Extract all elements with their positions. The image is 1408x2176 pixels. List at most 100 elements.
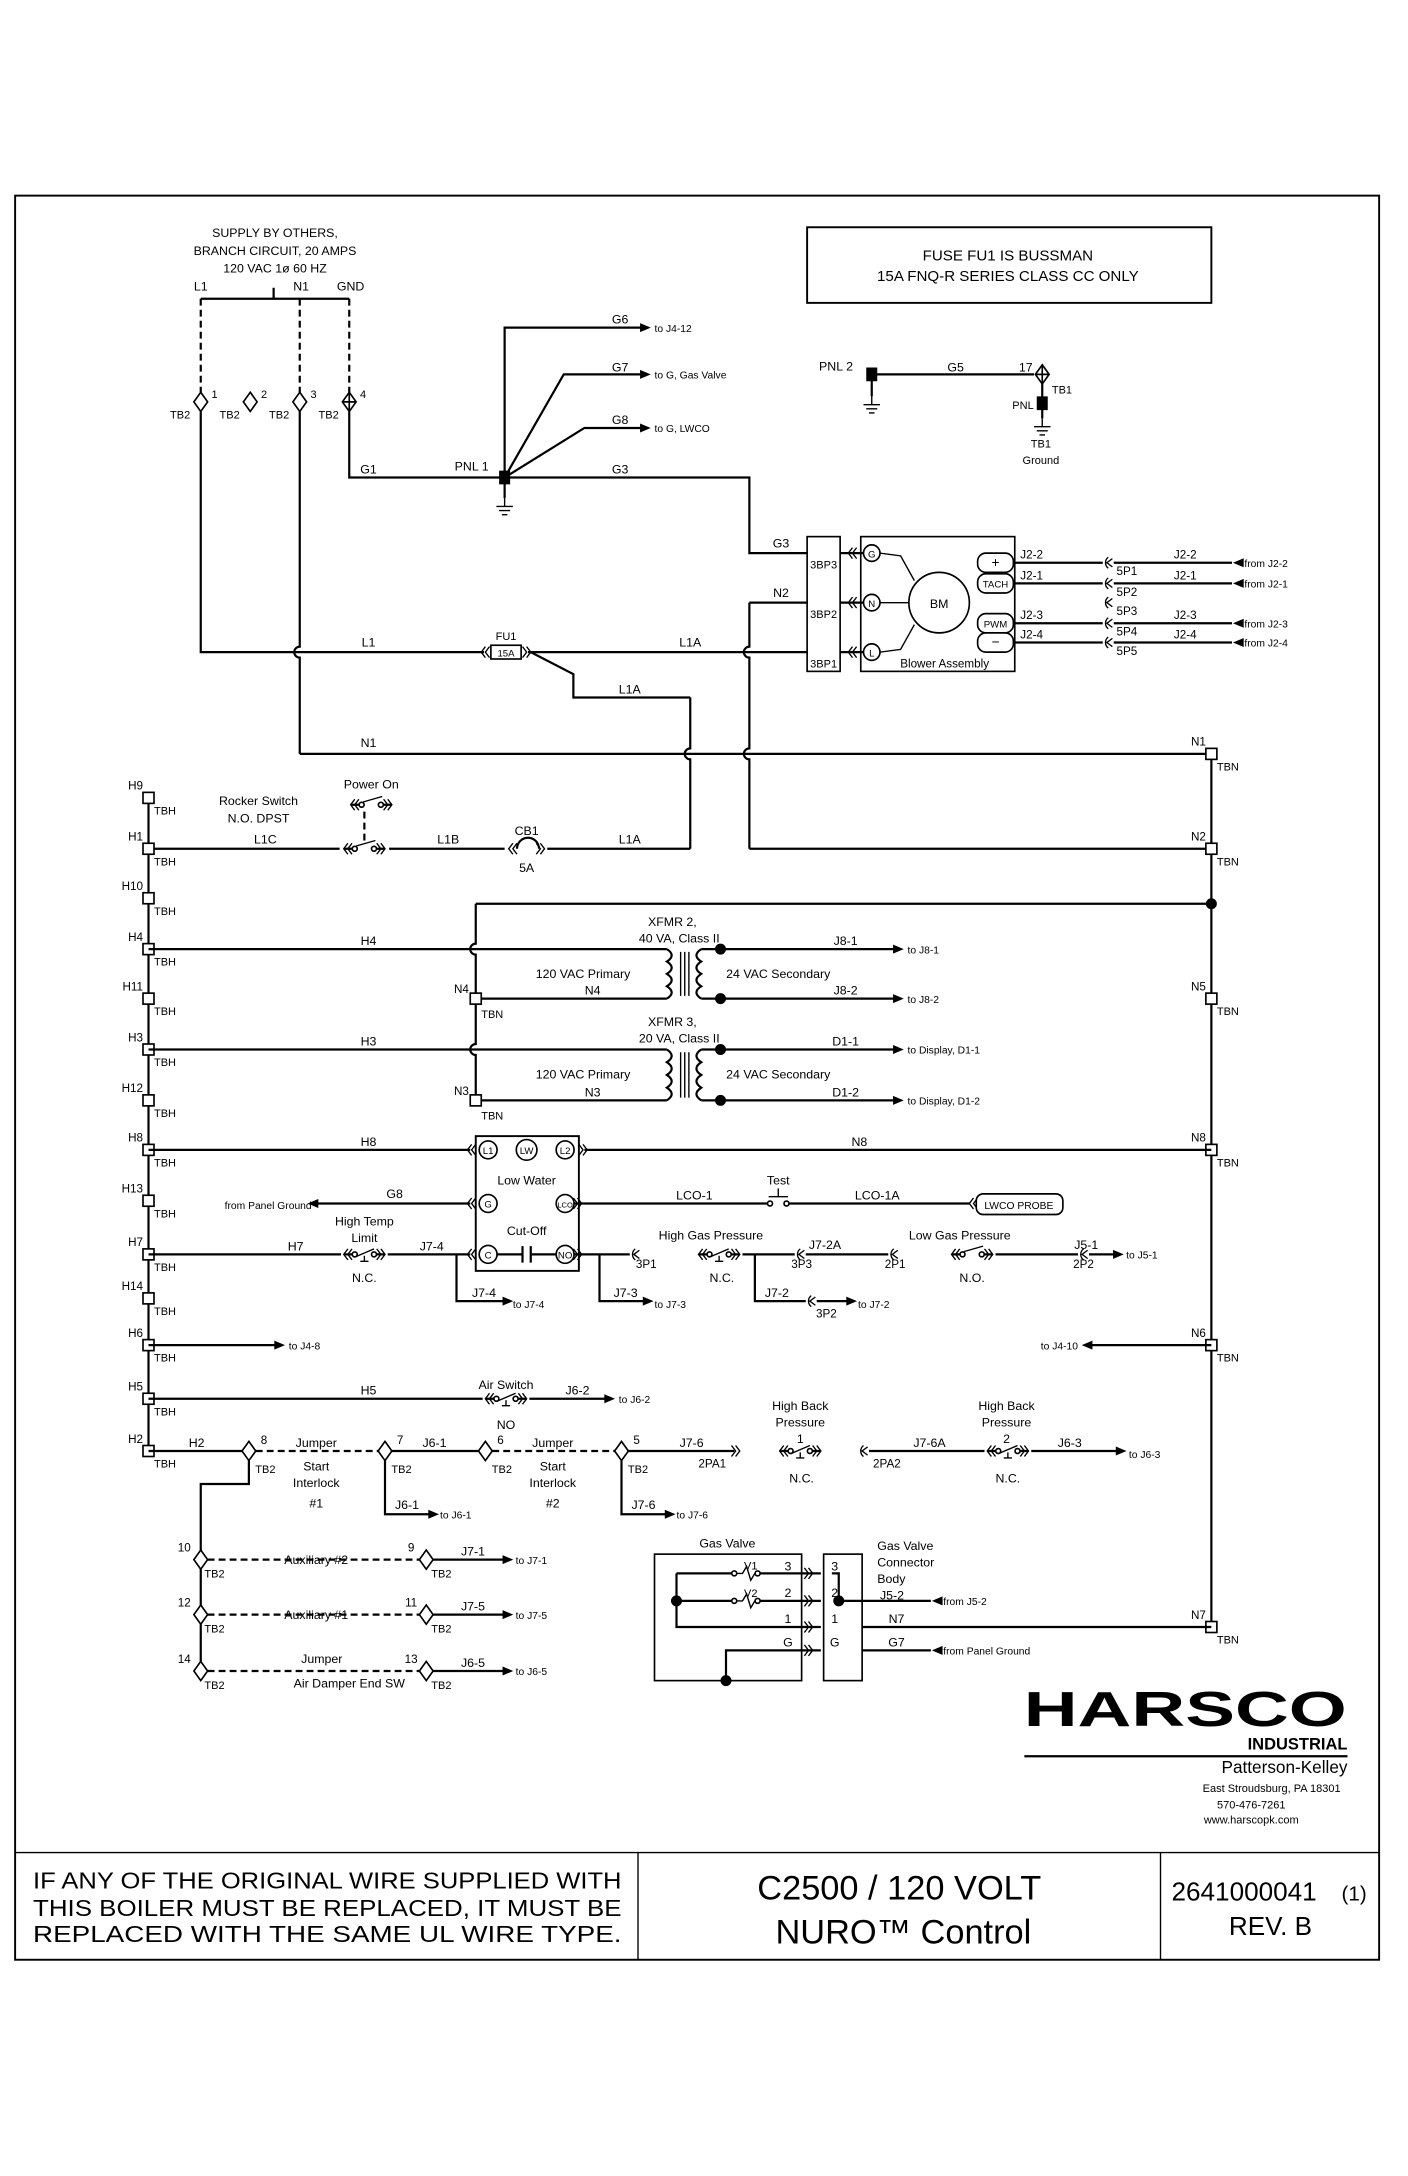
valve-coil-icon: [737, 1564, 756, 1582]
label: H7: [288, 1239, 304, 1253]
tb2-terminal-t8: [240, 1439, 257, 1463]
label: G3: [612, 462, 629, 476]
label: 4: [360, 389, 366, 401]
label: V2: [744, 1588, 757, 1600]
valve-contact: [754, 1597, 761, 1605]
low-gas-pressure-switch: [963, 1245, 984, 1253]
drawing-title-product: NURO™ Control: [775, 1913, 1031, 1951]
label: J7-6: [631, 1498, 655, 1512]
label: 5P5: [1117, 645, 1138, 658]
label: Start: [540, 1459, 567, 1473]
junction-dot: [715, 993, 726, 1005]
label: 3BP3: [810, 559, 837, 571]
connector-chevron-icon: [803, 1567, 814, 1580]
label: N3: [585, 1085, 601, 1099]
tbn-terminal: [1205, 747, 1218, 761]
label: J8-2: [834, 984, 858, 998]
switch-contact: [377, 801, 385, 809]
arrow-right-icon: [502, 1666, 514, 1676]
company-phone: 570-476-7261: [1217, 1800, 1286, 1812]
arrow-right-icon: [502, 1296, 514, 1306]
label: J2-1: [1174, 569, 1197, 582]
tb1-terminal: [1034, 363, 1051, 386]
transformer-title: XFMR 3,: [648, 1015, 697, 1029]
label: TBH: [154, 906, 176, 918]
line-wire-l1: [199, 411, 484, 654]
label: to J8-2: [908, 995, 940, 1006]
label: G8: [612, 413, 629, 427]
company-website: www.harscopk.com: [1203, 1815, 1299, 1827]
tb2-terminal-t2: [242, 390, 259, 413]
label: D1-1: [832, 1034, 859, 1048]
label: H14: [122, 1280, 144, 1293]
label: TBH: [154, 1459, 176, 1471]
connector-chevron-icon: [466, 1248, 477, 1261]
label: H3: [361, 1034, 377, 1048]
label: J7-3: [614, 1286, 638, 1300]
plug-connector-icon: [1080, 1248, 1089, 1261]
label: Air Switch: [479, 1378, 534, 1392]
label: J6-5: [461, 1656, 485, 1670]
label: PNL: [1012, 400, 1033, 412]
fuse-note: FUSE FU1 IS BUSSMAN: [923, 247, 1093, 264]
pnl-ground-lug: [1036, 396, 1048, 411]
label: L1A: [679, 636, 702, 650]
label: LW: [520, 1146, 535, 1157]
label: 3: [784, 1560, 791, 1574]
label: LCO: [557, 1201, 573, 1210]
label: BM: [930, 597, 949, 611]
label: H12: [122, 1082, 143, 1095]
wire-replacement-warning: REPLACED WITH THE SAME UL WIRE TYPE.: [33, 1921, 622, 1947]
tb2-terminal-t1: [192, 390, 209, 413]
capacitor-icon: [521, 1246, 532, 1263]
label: CB1: [515, 824, 539, 838]
label: LCO-1A: [855, 1188, 900, 1202]
label: G7: [888, 1635, 905, 1649]
tbh-terminal: [142, 842, 155, 856]
label: N1: [1191, 736, 1206, 749]
label: L1B: [437, 832, 459, 846]
ground-wire-g1-g3: [348, 411, 808, 555]
label: Blower Assembly: [900, 657, 989, 670]
label: High Temp: [335, 1215, 394, 1229]
label: N2: [1191, 831, 1206, 844]
switch-contact: [512, 1395, 519, 1403]
label: J7-6A: [913, 1436, 946, 1450]
label: +: [991, 555, 999, 570]
connector-chevron-icon: [507, 842, 518, 855]
label: Low Gas Pressure: [909, 1228, 1011, 1242]
label: 12: [178, 1596, 191, 1609]
label: #1: [309, 1496, 323, 1510]
tb2-terminal-t10: [192, 1548, 209, 1571]
arrow-left-icon: [1081, 1340, 1093, 1350]
label: TBH: [154, 1157, 176, 1169]
transformer-rating: 20 VA, Class II: [639, 1032, 720, 1046]
switch-contact: [370, 1251, 378, 1258]
junction-dot: [715, 943, 726, 955]
branch-j6-1: [383, 1460, 429, 1516]
label: 6: [497, 1434, 503, 1447]
label: to Display, D1-2: [908, 1097, 981, 1108]
label: H13: [122, 1183, 143, 1196]
arrow-right-icon: [428, 1509, 440, 1519]
label: J2-4: [1174, 628, 1197, 641]
transformer-rating: 40 VA, Class II: [639, 931, 720, 945]
tb2-terminal-t3: [291, 390, 308, 413]
label: G3: [773, 537, 790, 551]
valve-contact: [754, 1570, 761, 1577]
label: J7-4: [420, 1239, 444, 1253]
gas-valve-connector-box: [822, 1553, 863, 1682]
lwco-terminal-l2: [555, 1140, 575, 1160]
plug-connector-icon: [860, 1444, 869, 1458]
label: N.C.: [996, 1472, 1021, 1486]
label: TBH: [154, 957, 176, 969]
connector-chevron-icon: [730, 1445, 741, 1457]
label: J2-4: [1020, 628, 1043, 641]
label: Gas Valve: [699, 1536, 755, 1550]
label: from J2-3: [1244, 619, 1288, 630]
label: L1A: [619, 682, 642, 696]
label: J7-2A: [809, 1238, 842, 1252]
label: Body: [877, 1572, 906, 1586]
label: TBH: [154, 1353, 176, 1365]
label: N.C.: [789, 1472, 814, 1486]
